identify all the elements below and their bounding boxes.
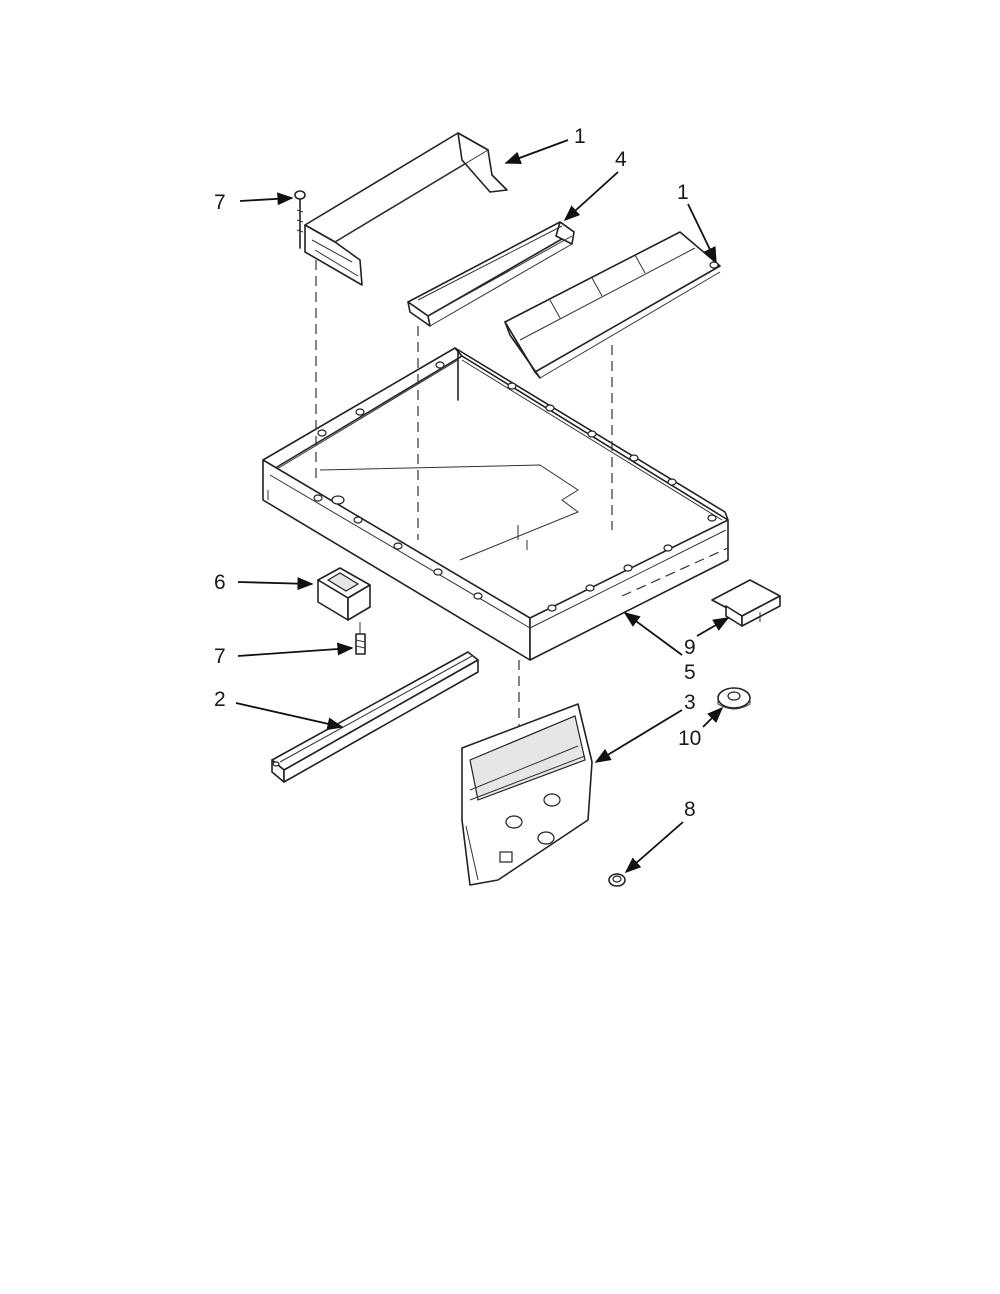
part-8-nut [608,873,626,887]
callout-8: 8 [684,798,696,821]
callout-labels: 1 4 1 7 6 7 2 9 5 3 10 8 [214,125,701,821]
part-4-center-rail [407,221,575,327]
callout-2: 2 [214,688,226,711]
callout-1-left: 1 [574,125,586,148]
callout-3: 3 [684,691,696,714]
part-9-block [711,579,781,627]
part-7-screw-middle [355,622,366,655]
part-1-right-channel [504,231,721,379]
part-5-main-tray [262,347,729,661]
callout-9: 9 [684,636,696,659]
callout-7-middle: 7 [214,645,226,668]
part-3-panel [461,703,593,886]
part-6-bracket [317,567,371,621]
part-10-washer [717,687,751,710]
assembly-lines [315,260,729,728]
callout-6: 6 [214,571,226,594]
part-1-left-channel [304,132,508,286]
callout-7-top: 7 [214,191,226,214]
callout-5: 5 [684,661,696,684]
callout-1-right: 1 [677,181,689,204]
callout-10: 10 [678,727,701,750]
part-2-long-rail [271,651,479,783]
part-7-screw-top [294,190,306,249]
callout-4: 4 [615,148,627,171]
leader-arrows [235,139,730,874]
